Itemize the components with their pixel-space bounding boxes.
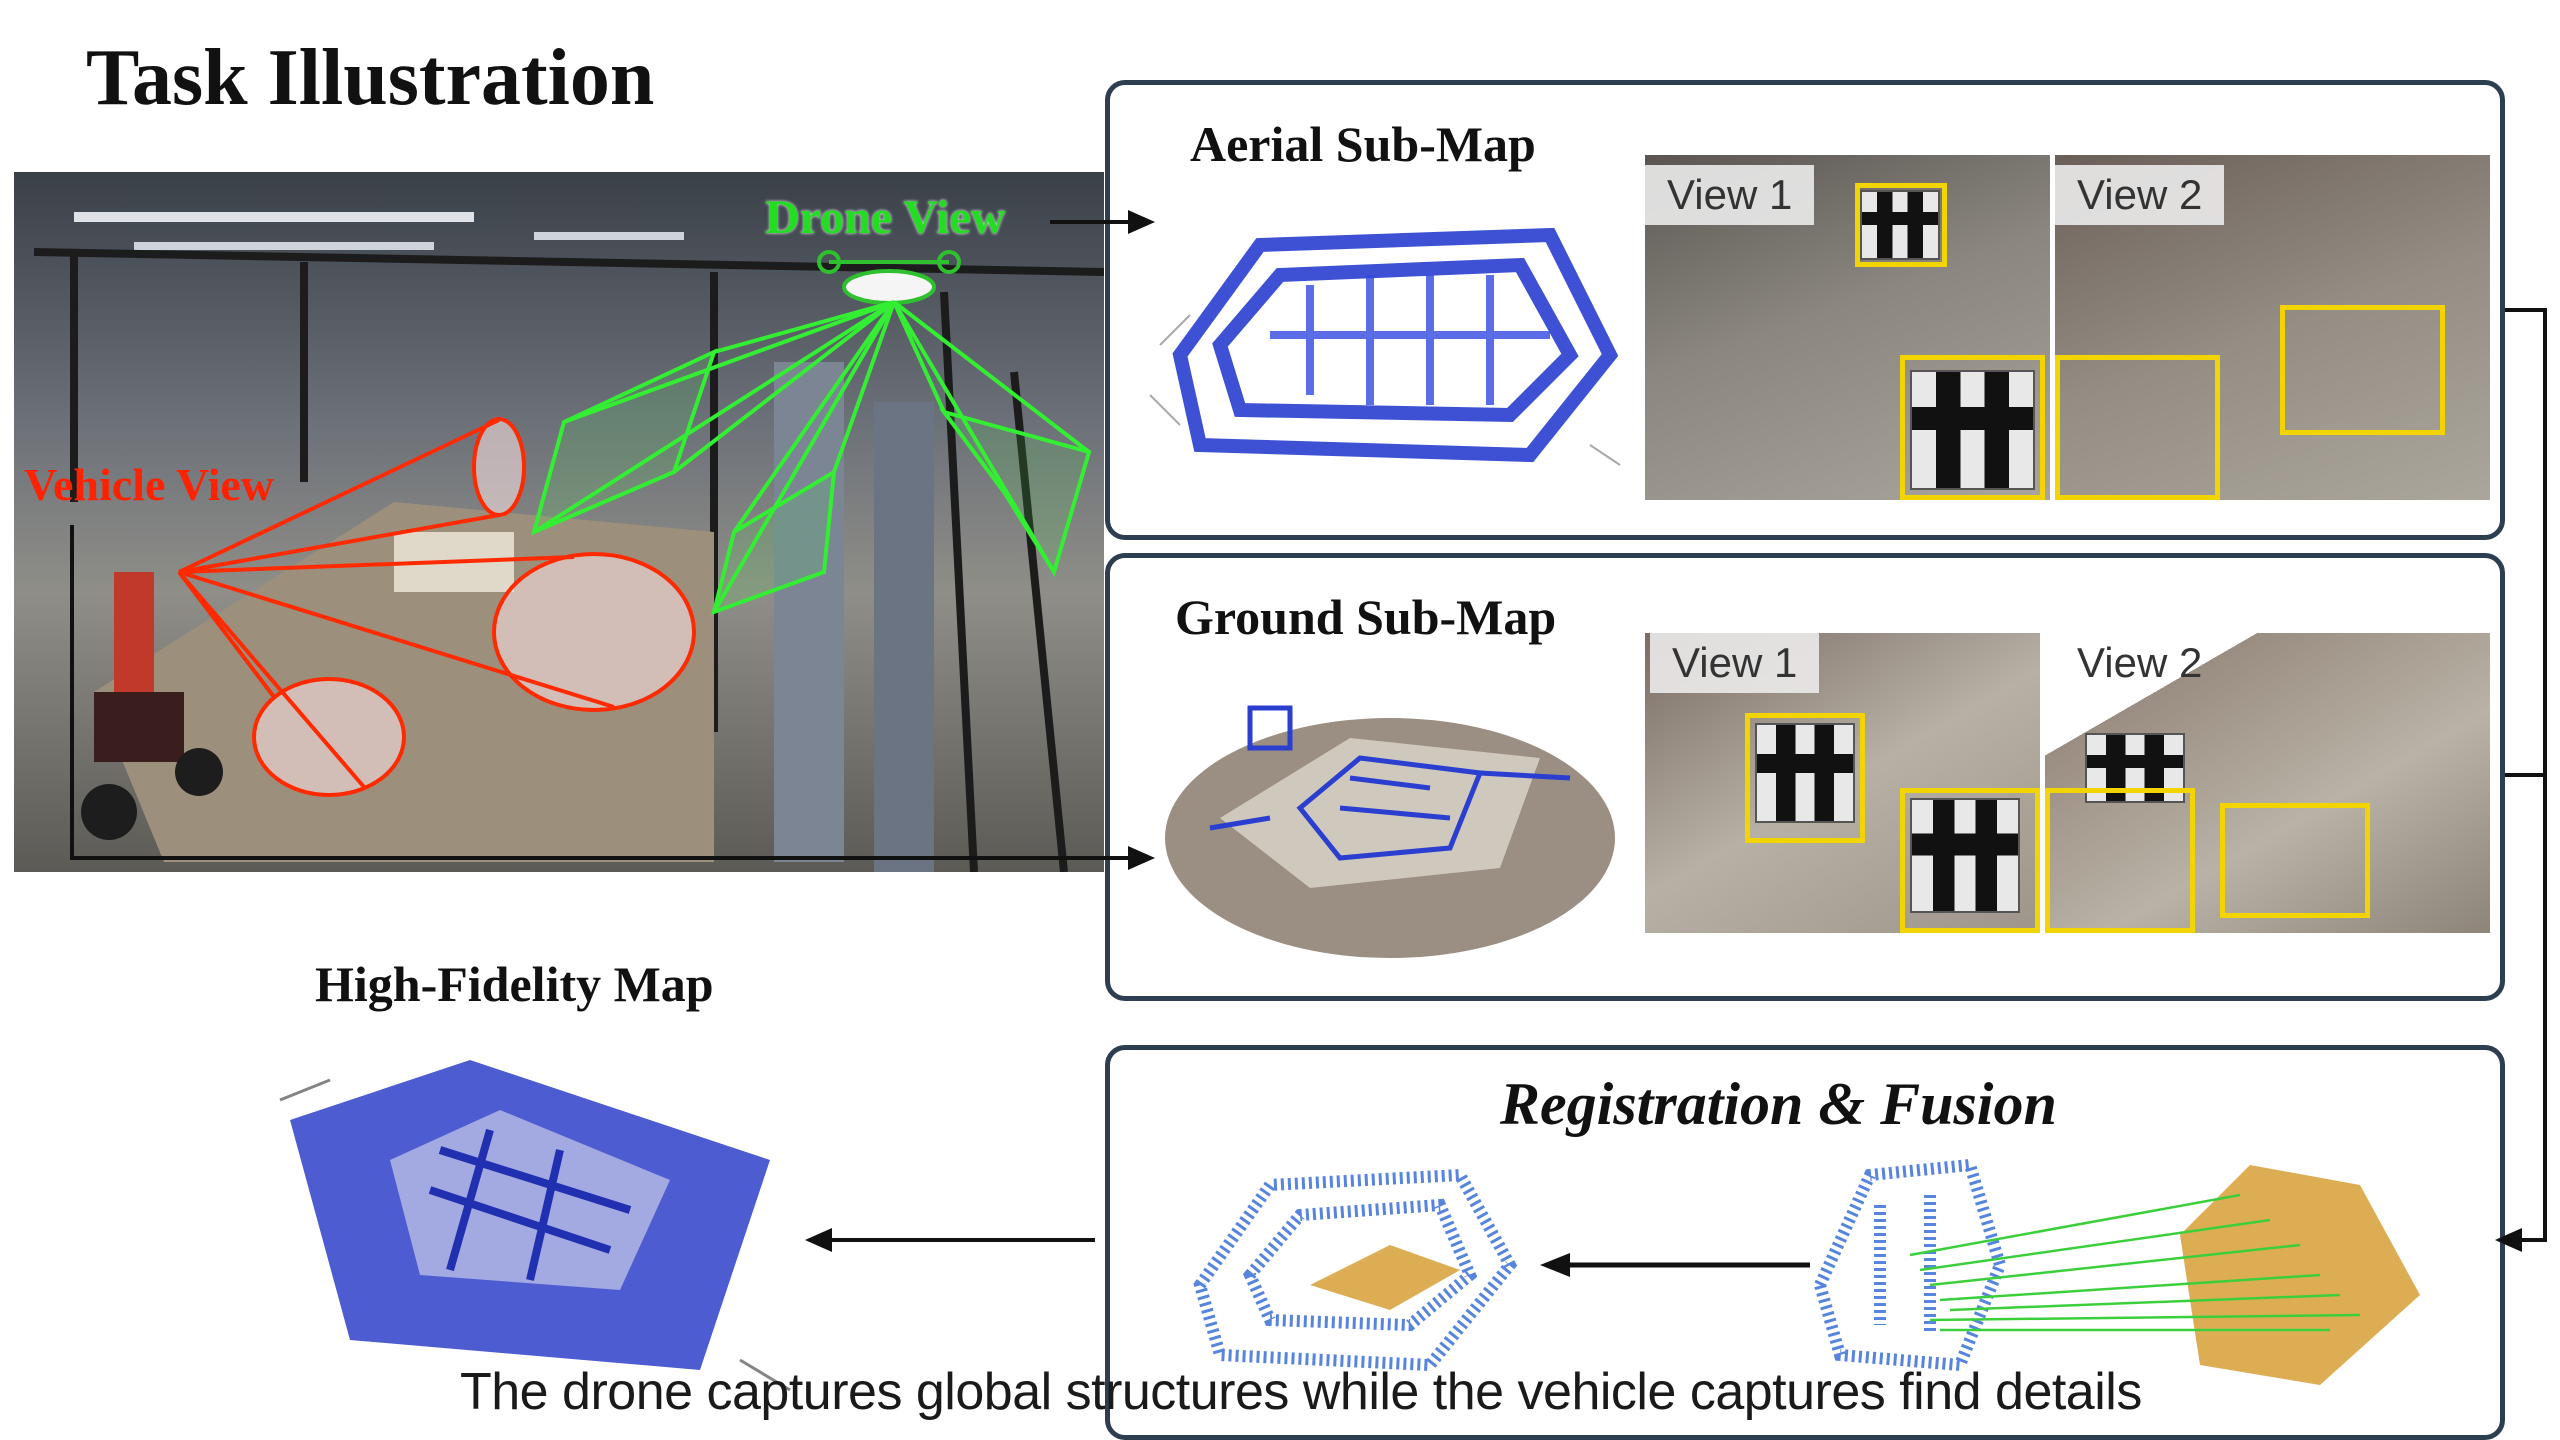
highlight-box (2045, 788, 2195, 933)
apriltag-cube (1910, 370, 2035, 490)
drone-view-frustums (530, 300, 1092, 616)
drone-view-label: Drone View (765, 191, 1006, 244)
ground-view-photo-2: View 2 (2045, 633, 2490, 933)
vehicle-robot (81, 572, 223, 840)
ground-submap-render (1165, 705, 1615, 958)
highlight-box (1855, 183, 1947, 267)
aerial-view-photo-1: View 1 (1645, 155, 2050, 500)
high-fidelity-map-title: High-Fidelity Map (315, 956, 714, 1012)
page-title: Task Illustration (86, 34, 655, 122)
high-fidelity-map-render (279, 1060, 791, 1392)
aerial-submap-panel: Aerial Sub-Map View 1 View 2 (1105, 80, 2505, 540)
highlight-box (1745, 713, 1865, 843)
aerial-submap-render (1149, 227, 1621, 466)
registration-fusion-panel: Registration & Fusion (1105, 1045, 2505, 1440)
fused-pointcloud (1193, 1168, 1518, 1372)
registration-pointclouds (1813, 1158, 2420, 1385)
fusion-arrow (1540, 1253, 1810, 1277)
drone-icon (817, 250, 961, 305)
highlight-box (2055, 355, 2220, 500)
aerial-view1-label: View 1 (1645, 165, 1815, 225)
vehicle-view-label: Vehicle View (24, 459, 274, 510)
ground-submap-panel: Ground Sub-Map View 1 View 2 (1105, 553, 2505, 1001)
lab-scene-photo (14, 172, 1104, 872)
ground-submap-title: Ground Sub-Map (1175, 589, 1557, 645)
aerial-submap-title: Aerial Sub-Map (1190, 116, 1536, 172)
highlight-box (1900, 788, 2040, 933)
fusion-title: Registration & Fusion (1500, 1071, 2057, 1137)
caption-subtitle: The drone captures global structures whi… (460, 1363, 2142, 1421)
aerial-view-photo-2: View 2 (2055, 155, 2490, 500)
ground-view2-label: View 2 (2077, 639, 2203, 686)
aerial-view2-label: View 2 (2055, 165, 2225, 225)
apriltag-cube (1755, 723, 1855, 823)
vehicle-view-frustums (177, 417, 696, 797)
apriltag-cube (1910, 798, 2020, 913)
ground-view1-label: View 1 (1650, 633, 1820, 693)
highlight-box (2280, 305, 2445, 435)
apriltag-cube (1860, 190, 1940, 260)
highlight-box (1900, 355, 2045, 500)
highlight-box (2220, 803, 2370, 918)
ground-view-photo-1: View 1 (1645, 633, 2040, 933)
